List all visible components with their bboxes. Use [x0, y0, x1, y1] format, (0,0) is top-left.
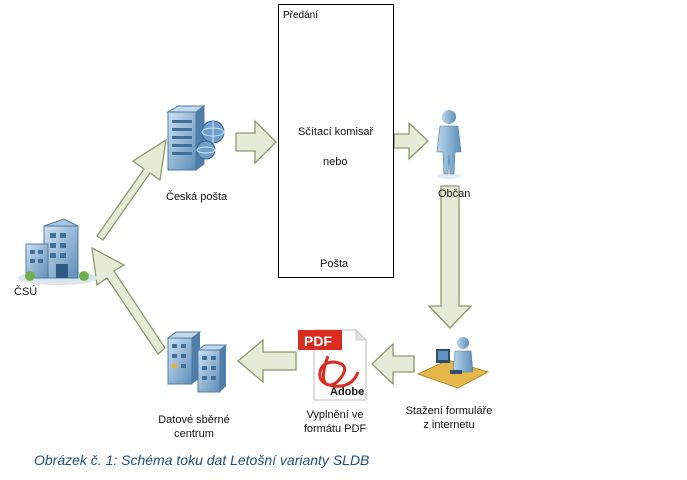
posta-label: Pošta [320, 258, 349, 270]
arrow-ceska-posta-to-predani [235, 119, 277, 165]
pdf-badge-label: PDF [304, 333, 332, 349]
stazeni-label: Stažení formuláře z internetu [394, 404, 504, 432]
ceska-posta-server-icon [166, 105, 225, 171]
arrow-pdf-to-datove [236, 338, 297, 384]
arrow-csu-to-ceska-posta [96, 138, 167, 241]
csu-building-icon [18, 218, 98, 285]
datove-centrum-label: Datové sběrné centrum [146, 413, 242, 441]
scitaci-komisar-label: Sčítací komisař [298, 126, 374, 138]
datove-label-line1: Datové sběrné [158, 414, 230, 426]
datove-centrum-buildings-icon [166, 331, 228, 393]
stazeni-person-computer-icon [416, 337, 490, 389]
datove-label-line2: centrum [174, 428, 214, 440]
ceska-posta-label: Česká pošta [166, 191, 228, 203]
vyplneni-label-line1: Vyplnění ve [306, 409, 364, 421]
vyplneni-label-line2: formátu PDF [303, 423, 367, 435]
stazeni-label-line2: z internetu [423, 419, 475, 431]
obcan-label: Občan [438, 188, 471, 200]
arrow-predani-to-obcan [393, 121, 429, 161]
figure-caption: Obrázek č. 1: Schéma toku dat Letošní va… [34, 452, 370, 468]
arrow-obcan-down [427, 185, 473, 329]
predani-box-title: Předání [283, 10, 319, 21]
csu-label: ČSÚ [14, 286, 38, 298]
vyplneni-label: Vyplnění ve formátu PDF [290, 408, 380, 436]
stazeni-label-line1: Stažení formuláře [405, 405, 493, 417]
predani-box: Předání [278, 4, 394, 278]
arrow-stazeni-to-pdf [371, 342, 415, 386]
pdf-document-icon [298, 329, 367, 401]
nebo-label: nebo [323, 156, 348, 168]
obcan-person-icon [436, 110, 462, 179]
arrow-datove-to-csu [91, 246, 166, 355]
pdf-adobe-label: Adobe [330, 386, 365, 398]
